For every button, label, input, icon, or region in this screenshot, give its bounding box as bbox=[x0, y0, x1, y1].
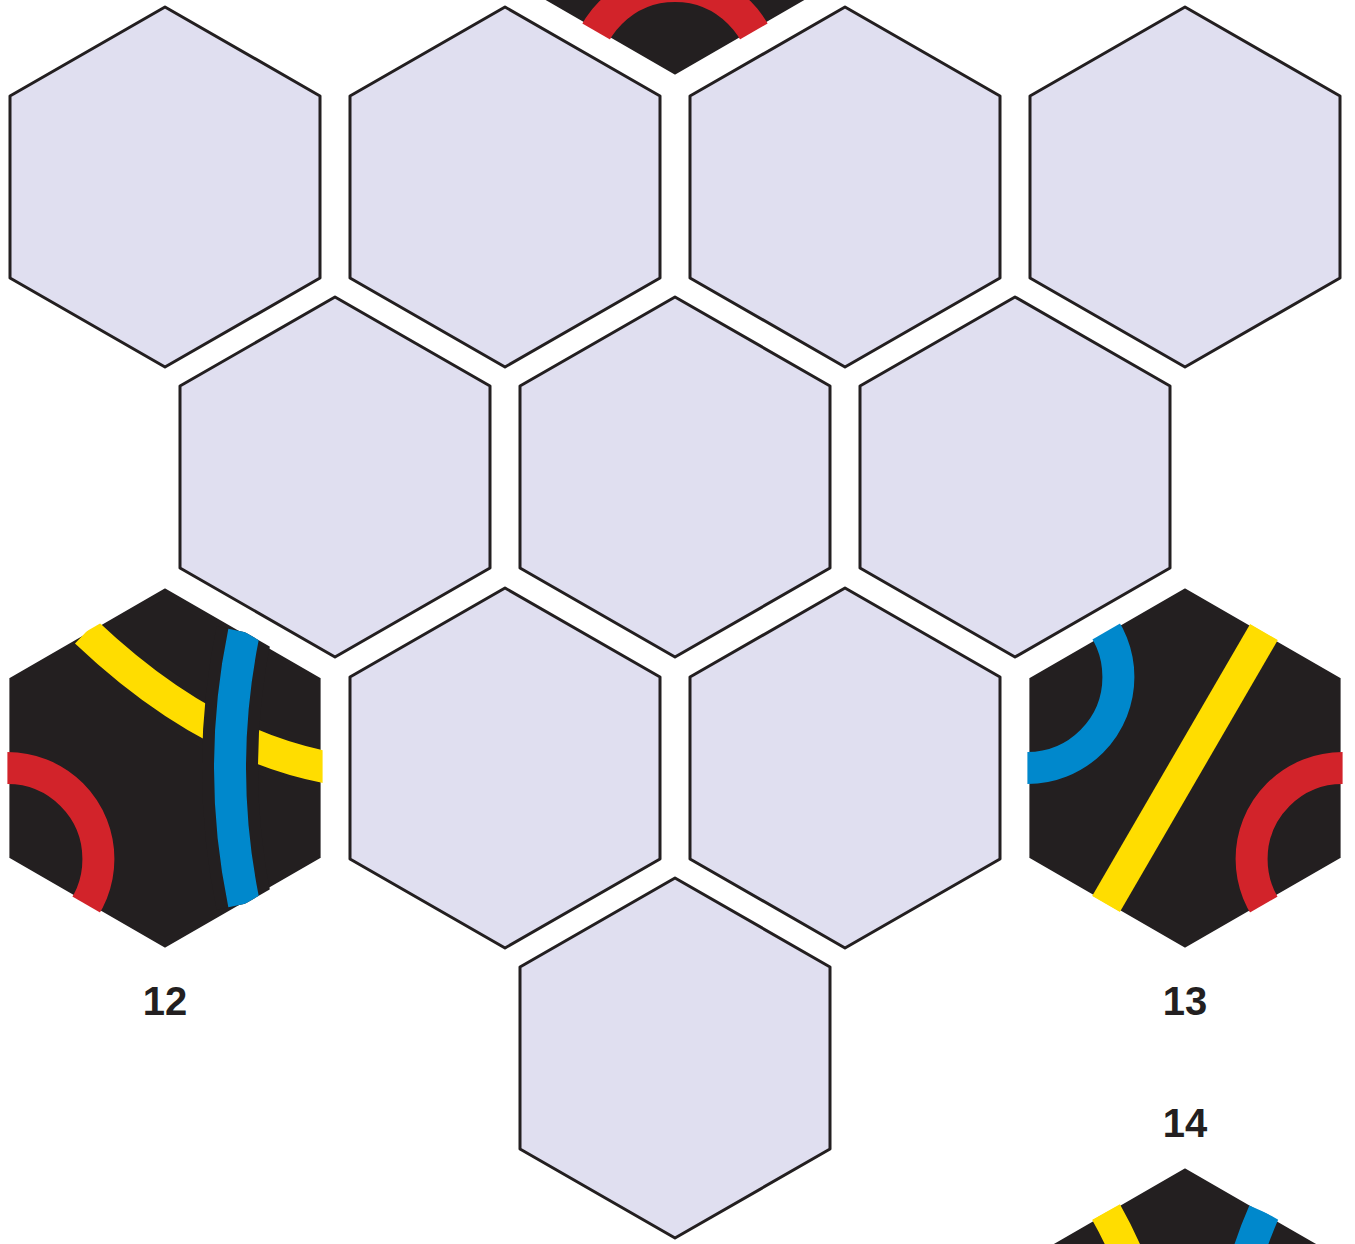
callout-number: 14 bbox=[1163, 1103, 1208, 1143]
callout-number: 13 bbox=[1163, 981, 1208, 1021]
callout-number: 12 bbox=[143, 981, 188, 1021]
tile-partial-top bbox=[517, 0, 832, 168]
tile-13 bbox=[936, 586, 1355, 950]
tile-14-partial bbox=[1027, 1166, 1342, 1244]
tile-12 bbox=[0, 586, 330, 950]
